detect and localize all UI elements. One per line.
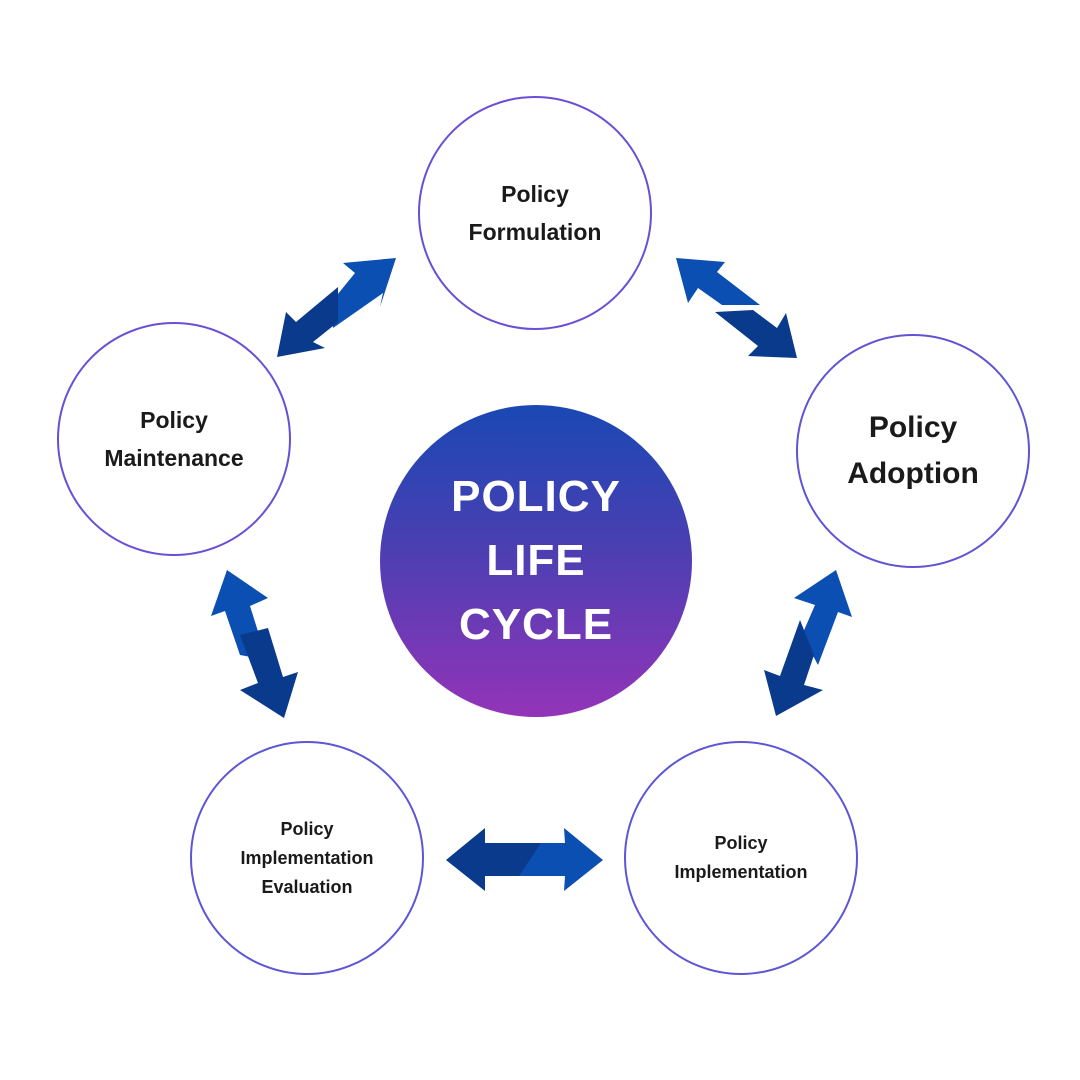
stage-policy-maintenance: Policy Maintenance — [57, 322, 291, 556]
arrow-maintenance-formulation — [277, 258, 396, 357]
stage-policy-formulation: Policy Formulation — [418, 96, 652, 330]
stage-policy-implementation-evaluation: Policy Implementation Evaluation — [190, 741, 424, 975]
arrow-evaluation-maintenance — [211, 570, 298, 718]
arrow-implementation-evaluation — [446, 828, 603, 891]
stage-policy-adoption: Policy Adoption — [796, 334, 1030, 568]
stage-label-line: Policy — [501, 181, 569, 207]
stage-policy-implementation: Policy Implementation — [624, 741, 858, 975]
stage-label-line: Adoption — [847, 457, 979, 490]
stage-label-line: Evaluation — [261, 876, 353, 897]
arrow-formulation-adoption — [676, 258, 797, 358]
arrow-head-to-adoption-icon — [715, 310, 797, 358]
center-title-line-2: LIFE — [486, 536, 586, 585]
arrow-head-to-formulation-icon — [333, 258, 396, 328]
stage-label-line: Formulation — [468, 219, 602, 245]
arrow-adoption-implementation — [764, 570, 852, 716]
stage-label-line: Implementation — [674, 862, 808, 882]
center-title-line-3: CYCLE — [458, 600, 614, 649]
stage-label-line: Policy — [140, 407, 208, 433]
arrow-head-to-evaluation-icon — [446, 828, 541, 891]
center-title-line-1: POLICY — [451, 472, 621, 521]
stage-label-line: Policy — [714, 833, 768, 853]
stage-label-line: Policy — [868, 411, 958, 444]
arrow-head-to-implementation-icon — [764, 620, 823, 716]
stage-label-line: Maintenance — [104, 445, 244, 471]
arrow-head-to-formulation-icon — [676, 258, 760, 305]
stage-label-line: Implementation — [240, 847, 374, 868]
center-title-circle: POLICY LIFE CYCLE — [380, 405, 692, 717]
stage-label-line: Policy — [280, 818, 334, 839]
arrow-head-to-evaluation-icon — [240, 628, 298, 718]
arrow-head-to-maintenance-icon — [277, 287, 338, 357]
